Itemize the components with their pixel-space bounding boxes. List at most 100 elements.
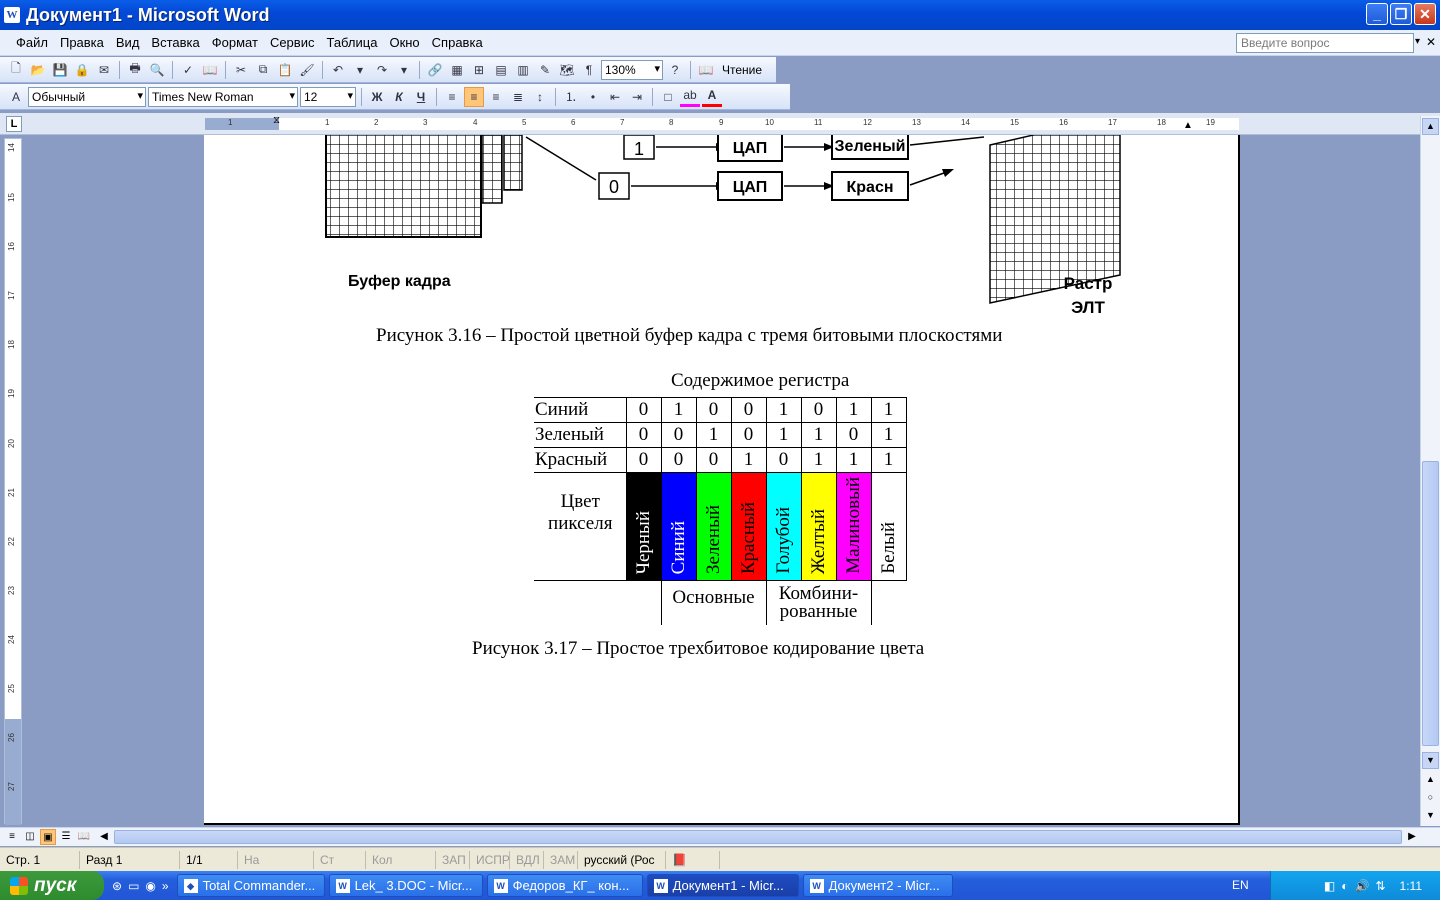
status-language[interactable]: русский (Рос [578,850,666,869]
next-page-icon[interactable]: ▼ [1426,810,1435,820]
increase-indent-icon[interactable]: ⇥ [631,89,643,104]
tables-borders-icon[interactable]: ▦ [451,62,463,77]
font-size-select[interactable]: 12 [300,86,356,107]
align-left-icon[interactable]: ≡ [448,89,456,104]
font-color-icon[interactable]: A [702,87,722,107]
maximize-button[interactable]: ❐ [1390,3,1412,25]
paste-icon[interactable]: 📋 [277,62,293,77]
hyperlink-icon[interactable]: 🔗 [427,62,443,77]
style-select[interactable]: Обычный [28,86,146,107]
menu-help[interactable]: Справка [431,35,483,50]
normal-view-icon[interactable]: ≡ [9,831,15,842]
scroll-down-icon[interactable]: ▼ [1422,752,1439,769]
horizontal-scrollbar[interactable]: ≡ ◫ ▣ ☰ 📖 ◀ ▶ [0,827,1440,846]
help-icon[interactable]: ? [671,62,679,77]
zoom-select[interactable]: 130% [601,59,663,80]
vertical-scrollbar[interactable]: ▲ ▼ ▲ ○ ▼ [1420,116,1440,826]
reading-layout-icon[interactable]: 📖 [77,831,91,842]
document-page[interactable]: 1 0 ЦАП ЦАП Зеленый Красн Буфер кадра Ра… [204,135,1240,825]
horizontal-scroll-thumb[interactable] [114,830,1402,844]
volume-icon[interactable]: 🔊 [1354,878,1370,893]
tray-icon-1[interactable]: ◧ [1323,878,1336,893]
quick-launch-desktop-icon[interactable]: ▭ [128,878,140,893]
vertical-ruler[interactable]: 14 15 16 17 18 19 20 21 22 23 24 25 26 2… [4,138,22,825]
save-icon[interactable]: 💾 [52,62,68,77]
redo-dropdown-icon[interactable]: ▾ [400,62,408,77]
menu-view[interactable]: Вид [115,35,140,50]
styles-icon[interactable]: A [11,89,20,104]
close-button[interactable]: ✕ [1414,3,1436,25]
spelling-icon[interactable]: ✓ [182,62,194,77]
insert-excel-icon[interactable]: ▤ [495,62,507,77]
web-layout-icon[interactable]: ◫ [25,831,35,842]
status-track-changes[interactable]: ИСПР [470,850,510,869]
minimize-button[interactable]: _ [1366,3,1388,25]
task-total-commander[interactable]: ◆Total Commander... [176,874,325,897]
menu-tools[interactable]: Сервис [269,35,315,50]
horizontal-ruler[interactable]: L 1 1 2 3 4 5 6 7 8 9 10 11 12 13 14 15 … [0,113,1440,135]
decrease-indent-icon[interactable]: ⇤ [609,89,621,104]
new-document-icon[interactable]: 🗋 [11,61,21,75]
columns-icon[interactable]: ▥ [517,62,529,77]
research-icon[interactable]: 📖 [202,62,218,77]
format-painter-icon[interactable]: 🖌 [299,62,315,77]
print-preview-icon[interactable]: 🔍 [149,62,165,77]
bold-button[interactable]: Ж [371,89,383,104]
tray-icon-2[interactable]: ◐ [1341,878,1349,893]
browse-object-icon[interactable]: ○ [1427,792,1434,802]
italic-button[interactable]: К [395,89,403,104]
redo-icon[interactable]: ↷ [376,62,388,77]
show-formatting-icon[interactable]: ¶ [585,62,593,77]
tab-selector[interactable]: L [6,116,22,132]
language-indicator[interactable]: EN [1232,878,1249,892]
align-center-icon[interactable]: ≡ [464,86,484,107]
status-overtype[interactable]: ЗАМ [544,850,578,869]
drawing-icon[interactable]: ✎ [539,62,551,77]
justify-icon[interactable]: ≣ [512,89,524,104]
font-select[interactable]: Times New Roman [148,86,298,107]
undo-dropdown-icon[interactable]: ▾ [356,62,364,77]
insert-table-icon[interactable]: ⊞ [473,62,485,77]
status-extend[interactable]: ВДЛ [510,850,544,869]
print-layout-icon[interactable]: ▣ [40,829,56,845]
menu-window[interactable]: Окно [389,35,420,50]
outline-view-icon[interactable]: ☰ [61,831,71,842]
read-icon[interactable]: 📖 [698,62,714,77]
scroll-left-icon[interactable]: ◀ [100,831,108,842]
bullets-icon[interactable]: • [590,89,596,104]
document-map-icon[interactable]: 🗺 [559,62,575,77]
align-right-icon[interactable]: ≡ [492,89,500,104]
menu-format[interactable]: Формат [211,35,258,50]
copy-icon[interactable]: ⧉ [258,62,268,76]
quick-launch-media-icon[interactable]: ◉ [145,878,156,893]
email-icon[interactable]: ✉ [98,62,110,77]
scroll-right-icon[interactable]: ▶ [1408,831,1416,842]
borders-icon[interactable]: □ [664,89,672,104]
word-app-icon[interactable]: W [4,7,20,23]
status-rec[interactable]: ЗАП [436,850,470,869]
spelling-status-icon[interactable]: 📕 [666,850,720,869]
ask-question-input[interactable]: Введите вопрос [1236,33,1414,53]
indent-marker-icon[interactable]: ⧖ [273,115,281,126]
permission-icon[interactable]: 🔒 [74,62,90,77]
undo-icon[interactable]: ↶ [332,62,344,77]
vertical-scroll-thumb[interactable] [1422,461,1439,746]
network-icon[interactable]: ⇅ [1375,878,1386,893]
cut-icon[interactable]: ✂ [235,62,247,77]
previous-page-icon[interactable]: ▲ [1426,774,1435,784]
clock[interactable]: 1:11 [1399,878,1422,893]
underline-button[interactable]: Ч [416,89,426,104]
numbering-icon[interactable]: ⒈ [564,90,577,104]
quick-launch-more-icon[interactable]: » [161,878,169,893]
ask-dropdown-icon[interactable]: ▾ [1414,36,1420,47]
highlight-icon[interactable]: ab [680,87,700,107]
menu-table[interactable]: Таблица [326,35,378,50]
print-icon[interactable]: 🖶 [129,61,141,75]
start-button[interactable]: пуск [0,871,104,900]
menu-edit[interactable]: Правка [59,35,104,50]
line-spacing-icon[interactable]: ↕ [537,89,543,104]
